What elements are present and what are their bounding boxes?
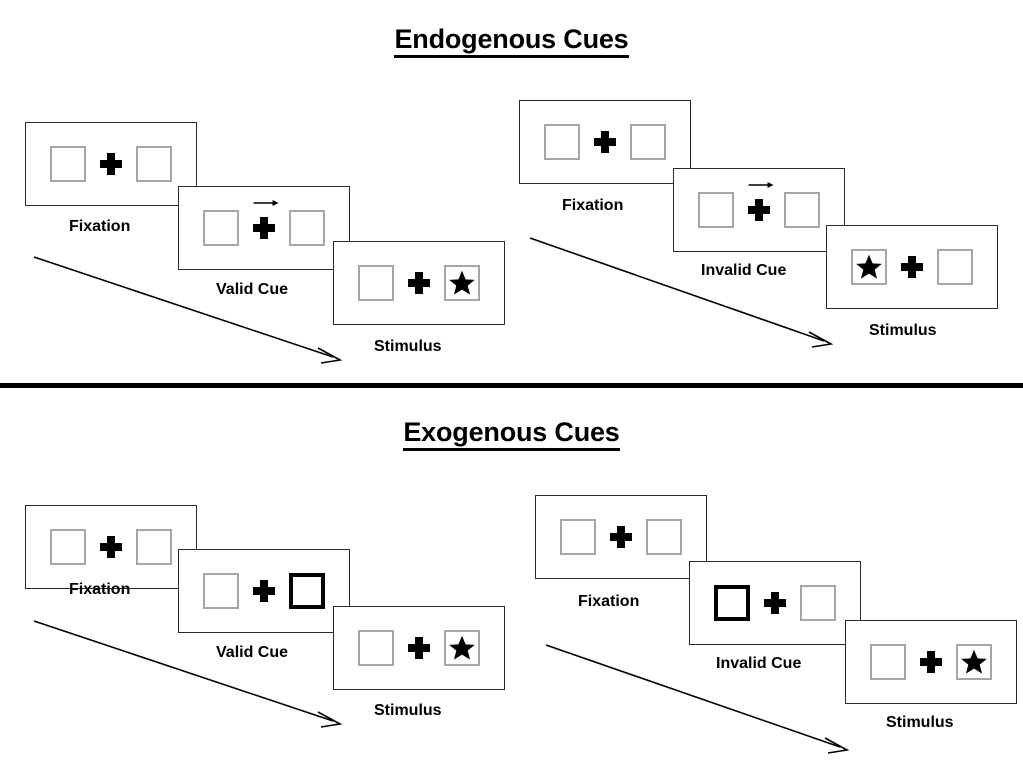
panel-exogenous-invalid-cue xyxy=(689,561,861,645)
star-icon xyxy=(960,648,988,676)
caption-exogenous-valid-fixation: Fixation xyxy=(69,581,131,598)
panel-endogenous-valid-cue xyxy=(178,186,350,270)
section-title-exogenous: Exogenous Cues xyxy=(0,417,1023,451)
caption-exogenous-invalid-cue: Invalid Cue xyxy=(716,655,802,672)
stimulus-box-left xyxy=(50,146,86,182)
stimulus-box-left xyxy=(50,529,86,565)
fixation-cross-icon xyxy=(100,153,122,175)
stimulus-box-left xyxy=(544,124,580,160)
caption-endogenous-valid-fixation: Fixation xyxy=(69,218,131,235)
caption-endogenous-valid-cue: Valid Cue xyxy=(216,281,289,298)
panel-endogenous-valid-fixation xyxy=(25,122,197,206)
stimulus-box-right xyxy=(444,265,480,301)
arrow-right-icon xyxy=(748,182,774,188)
stimulus-box-left xyxy=(358,265,394,301)
fixation-cross-icon xyxy=(253,580,275,602)
stimulus-box-left xyxy=(851,249,887,285)
section-title-exogenous-text: Exogenous Cues xyxy=(403,417,620,451)
star-icon xyxy=(855,253,883,281)
fixation-cross-icon xyxy=(594,131,616,153)
stimulus-box-right xyxy=(800,585,836,621)
fixation-cross-icon xyxy=(100,536,122,558)
fixation-cross-icon xyxy=(408,637,430,659)
fixation-cross-icon xyxy=(901,256,923,278)
fixation-cross-icon xyxy=(764,592,786,614)
stimulus-box-right-cued xyxy=(289,573,325,609)
stimulus-box-left xyxy=(870,644,906,680)
stimulus-box-left xyxy=(203,210,239,246)
stimulus-box-right xyxy=(646,519,682,555)
section-title-endogenous: Endogenous Cues xyxy=(0,24,1023,58)
caption-endogenous-invalid-fixation: Fixation xyxy=(562,197,624,214)
caption-exogenous-valid-cue: Valid Cue xyxy=(216,644,289,661)
panel-endogenous-valid-stimulus xyxy=(333,241,505,325)
arrow-right-icon xyxy=(253,200,279,206)
fixation-cross-icon xyxy=(748,199,770,221)
caption-endogenous-valid-stimulus: Stimulus xyxy=(374,338,442,355)
star-icon xyxy=(448,269,476,297)
stimulus-box-right xyxy=(784,192,820,228)
stimulus-box-right xyxy=(937,249,973,285)
caption-exogenous-invalid-fixation: Fixation xyxy=(578,593,640,610)
caption-exogenous-valid-stimulus: Stimulus xyxy=(374,702,442,719)
section-title-endogenous-text: Endogenous Cues xyxy=(394,24,629,58)
fixation-cross-icon xyxy=(253,217,275,239)
panel-endogenous-invalid-stimulus xyxy=(826,225,998,309)
panel-exogenous-valid-cue xyxy=(178,549,350,633)
stimulus-box-left xyxy=(358,630,394,666)
stimulus-box-right xyxy=(444,630,480,666)
caption-endogenous-invalid-stimulus: Stimulus xyxy=(869,322,937,339)
section-divider xyxy=(0,383,1023,388)
stimulus-box-left xyxy=(698,192,734,228)
star-icon xyxy=(448,634,476,662)
panel-endogenous-invalid-fixation xyxy=(519,100,691,184)
fixation-cross-icon xyxy=(610,526,632,548)
caption-endogenous-invalid-cue: Invalid Cue xyxy=(701,262,787,279)
panel-exogenous-invalid-fixation xyxy=(535,495,707,579)
stimulus-box-right xyxy=(136,146,172,182)
panel-endogenous-invalid-cue xyxy=(673,168,845,252)
panel-exogenous-invalid-stimulus xyxy=(845,620,1017,704)
stimulus-box-right xyxy=(630,124,666,160)
stimulus-box-left xyxy=(203,573,239,609)
stimulus-box-right xyxy=(136,529,172,565)
stimulus-box-left xyxy=(560,519,596,555)
caption-exogenous-invalid-stimulus: Stimulus xyxy=(886,714,954,731)
panel-exogenous-valid-stimulus xyxy=(333,606,505,690)
fixation-cross-icon xyxy=(920,651,942,673)
fixation-cross-icon xyxy=(408,272,430,294)
panel-exogenous-valid-fixation xyxy=(25,505,197,589)
stimulus-box-right xyxy=(956,644,992,680)
stimulus-box-left-cued xyxy=(714,585,750,621)
stimulus-box-right xyxy=(289,210,325,246)
